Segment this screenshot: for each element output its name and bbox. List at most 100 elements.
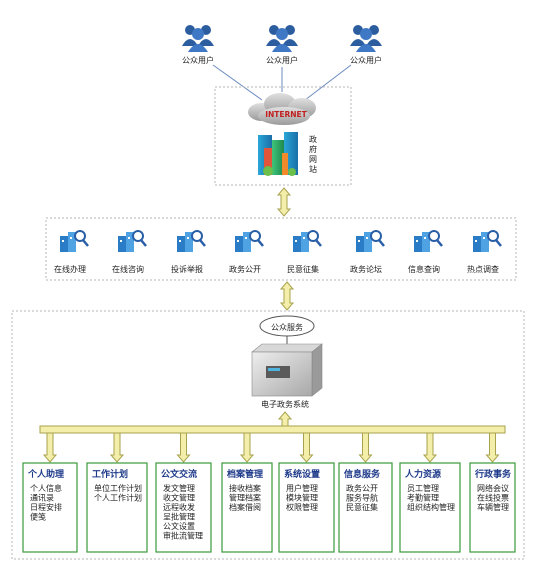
user-connectors <box>212 64 352 101</box>
service-item[interactable]: 政务公开 <box>229 230 264 274</box>
svg-text:府: 府 <box>309 144 317 154</box>
module-title: 档案管理 <box>227 468 263 480</box>
double-arrow-icon <box>276 187 292 217</box>
module-item: 个人信息 <box>30 483 62 493</box>
user-group-icon <box>182 25 214 52</box>
bus-drop-arrow <box>42 432 58 463</box>
module-item: 用户管理 <box>286 483 318 493</box>
bus-drop-arrow <box>485 432 500 463</box>
module-item: 个人工作计划 <box>94 493 142 503</box>
module-item: 民意征集 <box>346 502 378 512</box>
module-item: 网络会议 <box>477 483 509 493</box>
module-item: 单位工作计划 <box>94 483 142 493</box>
internet-cloud-icon <box>248 93 316 125</box>
module-item: 呈批管理 <box>163 512 195 522</box>
bus-drop-arrow <box>299 432 314 463</box>
module-item: 发文管理 <box>163 483 195 493</box>
module-item: 日程安排 <box>30 502 62 512</box>
public-service-label: 公众服务 <box>271 322 303 332</box>
building-search-icon <box>473 230 502 252</box>
internet-label: INTERNET <box>265 110 307 119</box>
module-title: 公文交流 <box>161 468 197 480</box>
svg-text:政: 政 <box>309 134 317 144</box>
public-users: 公众用户 公众用户 公众用户 <box>182 25 382 65</box>
module-item: 员工管理 <box>407 483 439 493</box>
module-title: 信息服务 <box>344 468 381 480</box>
module-item: 管理档案 <box>229 493 261 503</box>
service-item[interactable]: 在线办理 <box>54 230 89 274</box>
government-building-icon <box>258 132 298 176</box>
double-arrow-icon <box>279 281 295 311</box>
user-label: 公众用户 <box>350 55 382 65</box>
service-label: 信息查询 <box>408 264 440 274</box>
building-search-icon <box>356 230 385 252</box>
gov-site-label: 政 府 网 站 <box>309 134 317 174</box>
system-container <box>11 310 525 560</box>
building-search-icon <box>118 230 147 252</box>
service-item[interactable]: 热点调查 <box>467 230 502 274</box>
bus-drop-arrow <box>239 432 255 463</box>
distribution-bus <box>39 411 506 434</box>
service-item[interactable]: 投诉举报 <box>171 230 206 274</box>
module-title: 系统设置 <box>284 468 320 480</box>
module-item: 在线投票 <box>477 493 509 503</box>
service-label: 政务论坛 <box>350 264 382 274</box>
module-border <box>86 462 148 553</box>
module-item: 远程收发 <box>163 502 195 512</box>
module-item: 档案借阅 <box>229 502 261 512</box>
server-icon <box>251 343 323 397</box>
module-item: 便笺 <box>30 512 46 522</box>
module-border <box>278 462 335 553</box>
bus-drop-arrow <box>176 432 191 463</box>
service-label: 在线咨询 <box>112 264 144 274</box>
bus-drop-arrow <box>422 432 438 463</box>
module-title: 行政事务 <box>474 468 512 480</box>
service-label: 热点调查 <box>467 264 499 274</box>
service-label: 在线办理 <box>54 264 86 274</box>
module-item: 政务公开 <box>346 483 378 493</box>
user-group-icon <box>266 25 298 52</box>
service-item[interactable]: 信息查询 <box>408 230 443 274</box>
module-item: 组织结构管理 <box>407 502 455 512</box>
module-item: 审批流管理 <box>163 531 203 541</box>
service-item[interactable]: 政务论坛 <box>350 230 385 274</box>
module-title: 人力资源 <box>404 468 441 480</box>
system-label: 电子政务系统 <box>261 399 309 409</box>
building-search-icon <box>177 230 206 252</box>
services-container <box>45 217 517 281</box>
user-label: 公众用户 <box>182 55 214 65</box>
service-label: 民意征集 <box>287 264 319 274</box>
building-search-icon <box>414 230 443 252</box>
svg-text:网: 网 <box>309 155 317 164</box>
module-title: 个人助理 <box>27 468 64 480</box>
service-item[interactable]: 在线咨询 <box>112 230 147 274</box>
module-border <box>221 462 273 553</box>
module-item: 考勤管理 <box>407 493 439 503</box>
module-item: 公文设置 <box>163 521 195 531</box>
user-group-icon <box>350 25 382 52</box>
module-item: 服务导航 <box>346 493 378 503</box>
service-item[interactable]: 民意征集 <box>287 230 322 274</box>
module-item: 车辆管理 <box>477 502 509 512</box>
module-item: 通讯录 <box>30 493 54 503</box>
module-border <box>469 462 516 553</box>
module-item: 收文管理 <box>163 493 195 503</box>
service-label: 政务公开 <box>229 264 261 274</box>
module-border <box>155 462 212 553</box>
module-border <box>338 462 393 553</box>
module-border <box>22 462 78 553</box>
module-item: 模块管理 <box>286 493 318 503</box>
module-row: 个人助理个人信息通讯录日程安排便笺工作计划单位工作计划个人工作计划公文交流发文管… <box>22 462 516 553</box>
bus-drops <box>42 432 500 463</box>
service-row: 在线办理 在线咨询 投诉举报政务公开 民意征集 政务论坛 信息查询 热点调查 <box>54 230 502 274</box>
module-border <box>399 462 461 553</box>
